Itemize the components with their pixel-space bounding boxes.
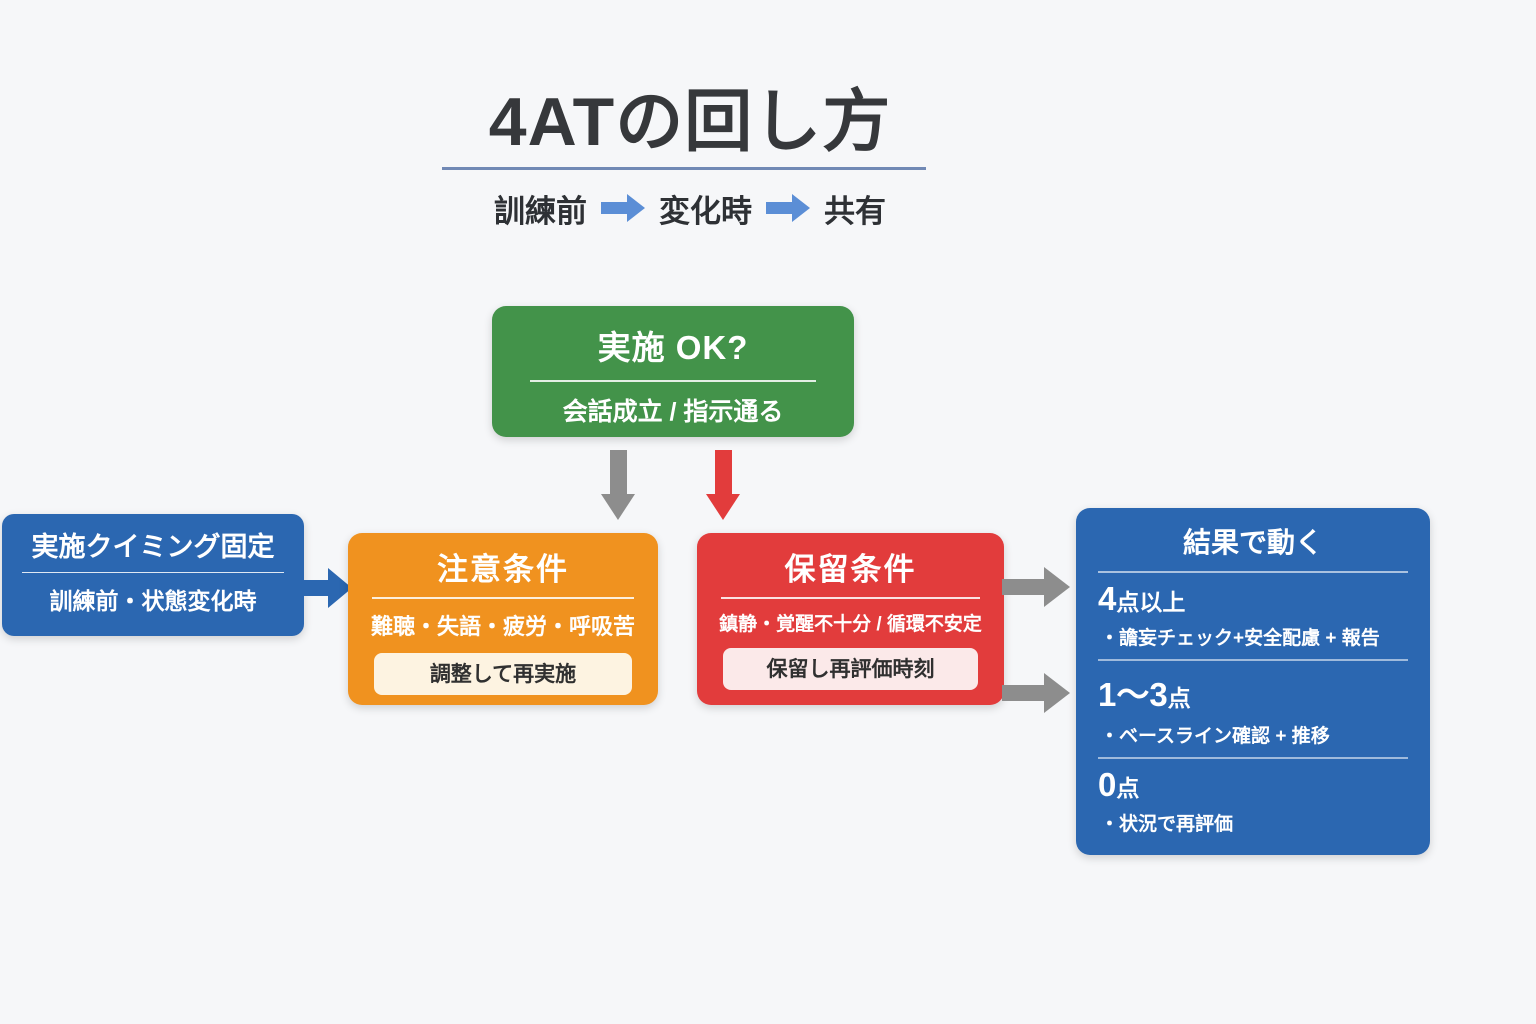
caution-action-badge: 調整して再実施 <box>374 653 632 695</box>
score-suffix: 点 <box>1167 685 1191 711</box>
box-divider <box>372 597 634 599</box>
result-section-0: 0点 ・状況で再評価 <box>1098 766 1408 836</box>
score-number: 4 <box>1098 580 1117 617</box>
result-section-4plus: 4点以上 ・譫妄チェック+安全配慮 + 報告 <box>1098 580 1408 650</box>
box-divider <box>1098 571 1408 573</box>
timeline-flow: 訓練前 変化時 共有 <box>400 186 980 230</box>
box-divider <box>530 380 816 382</box>
caution-conditions-box: 注意条件 難聴・失語・疲労・呼吸苦 調整して再実施 <box>348 533 658 705</box>
hold-subtitle: 鎮静・覚醒不十分 / 循環不安定 <box>719 614 982 635</box>
result-section-1to3: 1〜3点 ・ベースライン確認 + 推移 <box>1098 668 1408 748</box>
right-arrow-icon <box>601 194 645 222</box>
hold-title: 保留条件 <box>784 552 917 587</box>
hold-action-badge: 保留し再評価時刻 <box>723 648 978 690</box>
timing-fixed-subtitle: 訓練前・状態変化時 <box>49 588 257 614</box>
score-action: ・ベースライン確認 + 推移 <box>1100 726 1330 747</box>
caution-subtitle: 難聴・失語・疲労・呼吸苦 <box>370 614 635 639</box>
screening-ok-title: 実施 OK? <box>597 329 749 366</box>
results-box: 結果で動く 4点以上 ・譫妄チェック+安全配慮 + 報告 1〜3点 ・ベースライ… <box>1076 508 1430 855</box>
score-action: ・譫妄チェック+安全配慮 + 報告 <box>1100 628 1380 649</box>
screening-ok-box: 実施 OK? 会話成立 / 指示通る <box>492 306 854 437</box>
title-underline <box>442 167 926 170</box>
right-arrow-gray-icon <box>1002 567 1070 607</box>
score-heading: 4点以上 <box>1098 580 1408 618</box>
score-heading: 0点 <box>1098 766 1408 804</box>
flow-step-on-change: 変化時 <box>659 193 752 229</box>
right-arrow-icon <box>766 194 810 222</box>
results-divider <box>1098 757 1408 759</box>
flow-step-before-training: 訓練前 <box>494 193 587 229</box>
score-action: ・状況で再評価 <box>1100 814 1234 835</box>
right-arrow-blue-icon <box>300 568 352 608</box>
flow-step-share: 共有 <box>824 193 886 229</box>
down-arrow-red-icon <box>706 450 740 520</box>
box-divider <box>721 597 980 599</box>
page-title: 4ATの回し方 <box>488 84 892 160</box>
box-divider <box>22 572 284 573</box>
score-number: 0 <box>1098 766 1117 803</box>
timing-fixed-title: 実施クイミング固定 <box>31 532 275 562</box>
down-arrow-gray-icon <box>601 450 635 520</box>
hold-conditions-box: 保留条件 鎮静・覚醒不十分 / 循環不安定 保留し再評価時刻 <box>697 533 1004 705</box>
right-arrow-gray-icon <box>1002 673 1070 713</box>
caution-title: 注意条件 <box>437 552 569 587</box>
screening-ok-subtitle: 会話成立 / 指示通る <box>562 398 784 426</box>
results-divider <box>1098 659 1408 661</box>
score-heading: 1〜3点 <box>1098 668 1408 716</box>
score-suffix: 点以上 <box>1116 589 1186 615</box>
score-number: 1〜3 <box>1098 676 1168 713</box>
results-title: 結果で動く <box>1182 527 1323 558</box>
score-suffix: 点 <box>1116 775 1140 801</box>
results-sections: 4点以上 ・譫妄チェック+安全配慮 + 報告 1〜3点 ・ベースライン確認 + … <box>1076 580 1430 836</box>
timing-fixed-box: 実施クイミング固定 訓練前・状態変化時 <box>2 514 304 636</box>
